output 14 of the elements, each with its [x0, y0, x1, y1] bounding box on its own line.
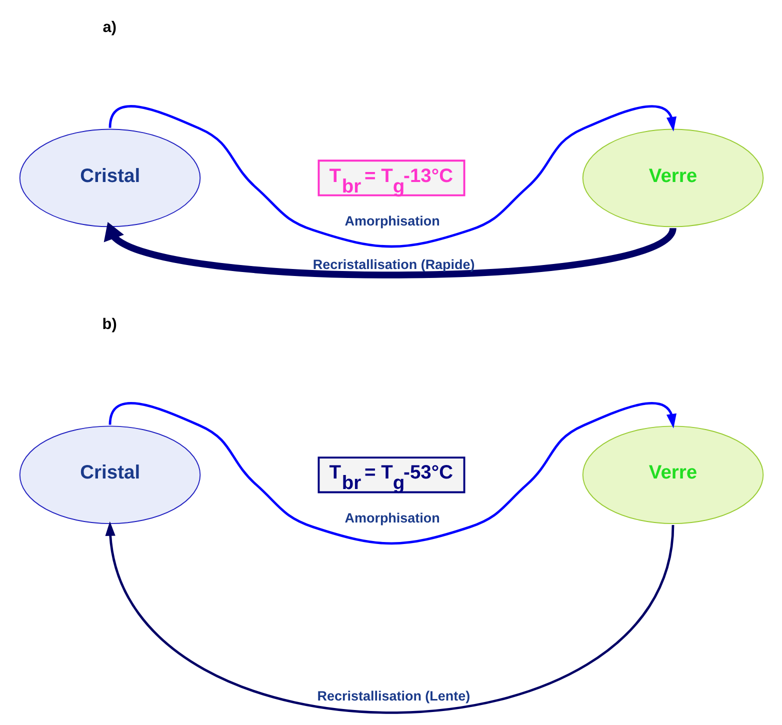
label: b): [102, 316, 116, 334]
arrow: [108, 402, 676, 545]
arrow: [108, 105, 676, 248]
arrow: [103, 222, 676, 278]
node-ellipse: Verre: [582, 128, 764, 228]
label: a): [102, 19, 116, 36]
edge-label: Amorphisation: [344, 510, 440, 526]
edge-label: Amorphisation: [344, 213, 440, 228]
node-ellipse: Cristal: [18, 426, 200, 524]
node-ellipse: Cristal: [18, 128, 200, 228]
edge-label: Recristallisation (Lente): [316, 688, 470, 704]
arrow: [104, 521, 674, 714]
edge-label: Recristallisation (Rapide): [312, 256, 474, 272]
node-ellipse: Verre: [582, 426, 764, 524]
